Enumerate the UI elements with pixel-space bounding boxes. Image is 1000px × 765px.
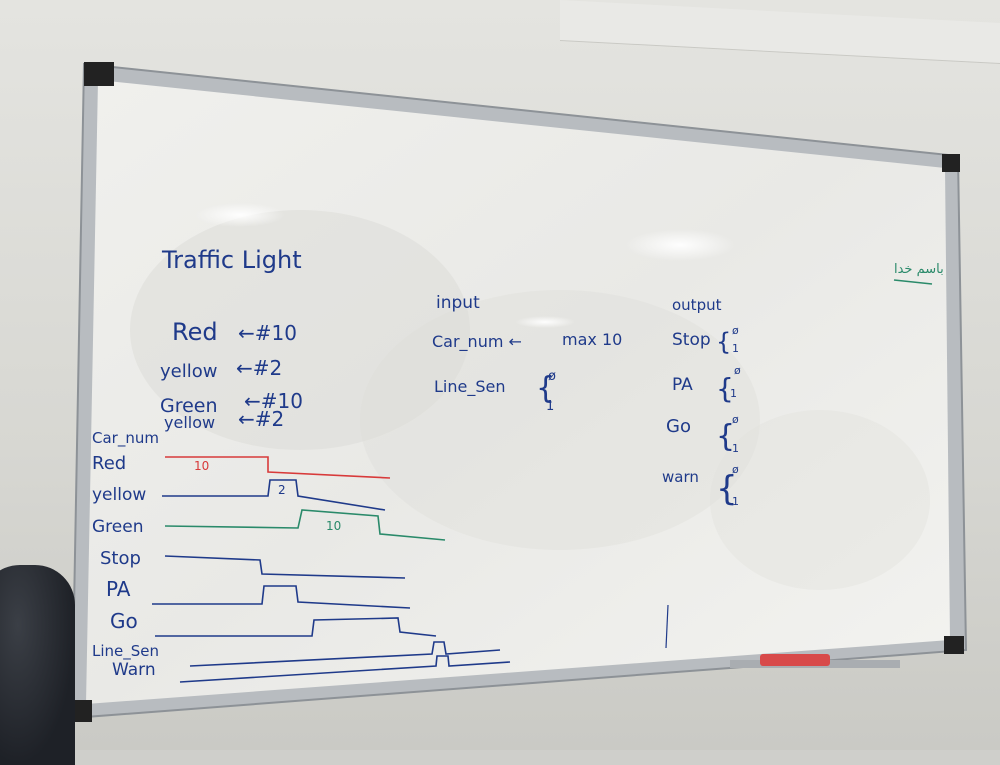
frame-corner xyxy=(944,636,964,654)
wave-line-sen xyxy=(189,641,501,667)
eraser xyxy=(760,654,830,666)
input-car-num: Car_num ← xyxy=(432,332,522,352)
smudge xyxy=(130,210,470,450)
wave-stop xyxy=(164,555,406,579)
sig-stop: Stop xyxy=(100,548,141,569)
input-heading: input xyxy=(436,293,480,313)
timing-yellow2-value: ←#2 xyxy=(238,407,284,431)
person-silhouette xyxy=(0,565,75,765)
glare xyxy=(195,203,285,227)
wave-green xyxy=(164,509,446,541)
output-warn-brace: { xyxy=(716,469,738,509)
arabic-underline xyxy=(893,279,933,285)
glare xyxy=(625,229,735,261)
wave-warn xyxy=(179,655,511,683)
frame-corner xyxy=(72,700,92,722)
sig-red: Red xyxy=(92,453,126,474)
wave-red-pulse: 10 xyxy=(194,459,209,473)
output-warn-zero: ø xyxy=(732,463,739,476)
output-pa-one: 1 xyxy=(730,387,737,400)
output-pa-brace: { xyxy=(716,372,734,405)
output-go-one: 1 xyxy=(732,442,739,455)
output-pa: PA xyxy=(672,375,693,395)
output-go-zero: ø xyxy=(732,413,739,426)
input-line-brace: { xyxy=(536,371,555,406)
input-line-one: 1 xyxy=(546,399,554,414)
input-line-sen: Line_Sen xyxy=(434,377,505,397)
wave-go xyxy=(155,617,437,637)
arabic-note: باسم خدا xyxy=(894,262,944,277)
input-line-zero: ø xyxy=(548,369,556,384)
output-go-brace: { xyxy=(716,419,735,454)
timing-green-label: Green xyxy=(160,395,218,417)
timing-yellow-label: yellow xyxy=(160,361,217,382)
sig-car-num: Car_num xyxy=(92,429,159,448)
sig-line-sen: Line_Sen xyxy=(92,642,159,661)
output-stop-brace: { xyxy=(716,328,731,356)
frame-corner xyxy=(942,154,960,172)
input-car-max: max 10 xyxy=(562,330,622,349)
wave-red xyxy=(165,456,391,479)
smudge xyxy=(360,290,760,550)
sig-warn: Warn xyxy=(112,660,156,680)
output-warn: warn xyxy=(662,468,699,486)
output-go: Go xyxy=(666,416,691,437)
sig-pa: PA xyxy=(106,577,131,601)
sig-go: Go xyxy=(110,609,138,633)
wave-pa xyxy=(152,585,411,609)
timing-yellow2-label: yellow xyxy=(164,413,215,432)
timing-yellow-value: ←#2 xyxy=(236,356,282,380)
sig-yellow: yellow xyxy=(92,485,146,505)
smudge xyxy=(710,410,930,590)
output-warn-one: 1 xyxy=(732,495,739,508)
output-heading: output xyxy=(672,296,722,314)
wave-green-pulse: 10 xyxy=(326,519,341,533)
output-stop-one: 1 xyxy=(732,342,739,355)
timing-red-label: Red xyxy=(172,318,218,346)
stray-mark xyxy=(665,604,669,649)
frame-corner xyxy=(84,62,114,86)
wave-yellow xyxy=(162,479,386,511)
title: Traffic Light xyxy=(161,246,302,274)
output-stop: Stop xyxy=(672,330,711,350)
board-surface xyxy=(86,80,950,704)
output-stop-zero: ø xyxy=(732,324,739,337)
timing-red-value: ←#10 xyxy=(238,321,297,345)
sig-green: Green xyxy=(92,517,143,537)
output-pa-zero: ø xyxy=(734,364,741,377)
glare xyxy=(515,316,575,328)
wave-yellow-pulse: 2 xyxy=(278,483,286,497)
timing-green-value: ←#10 xyxy=(244,389,303,413)
